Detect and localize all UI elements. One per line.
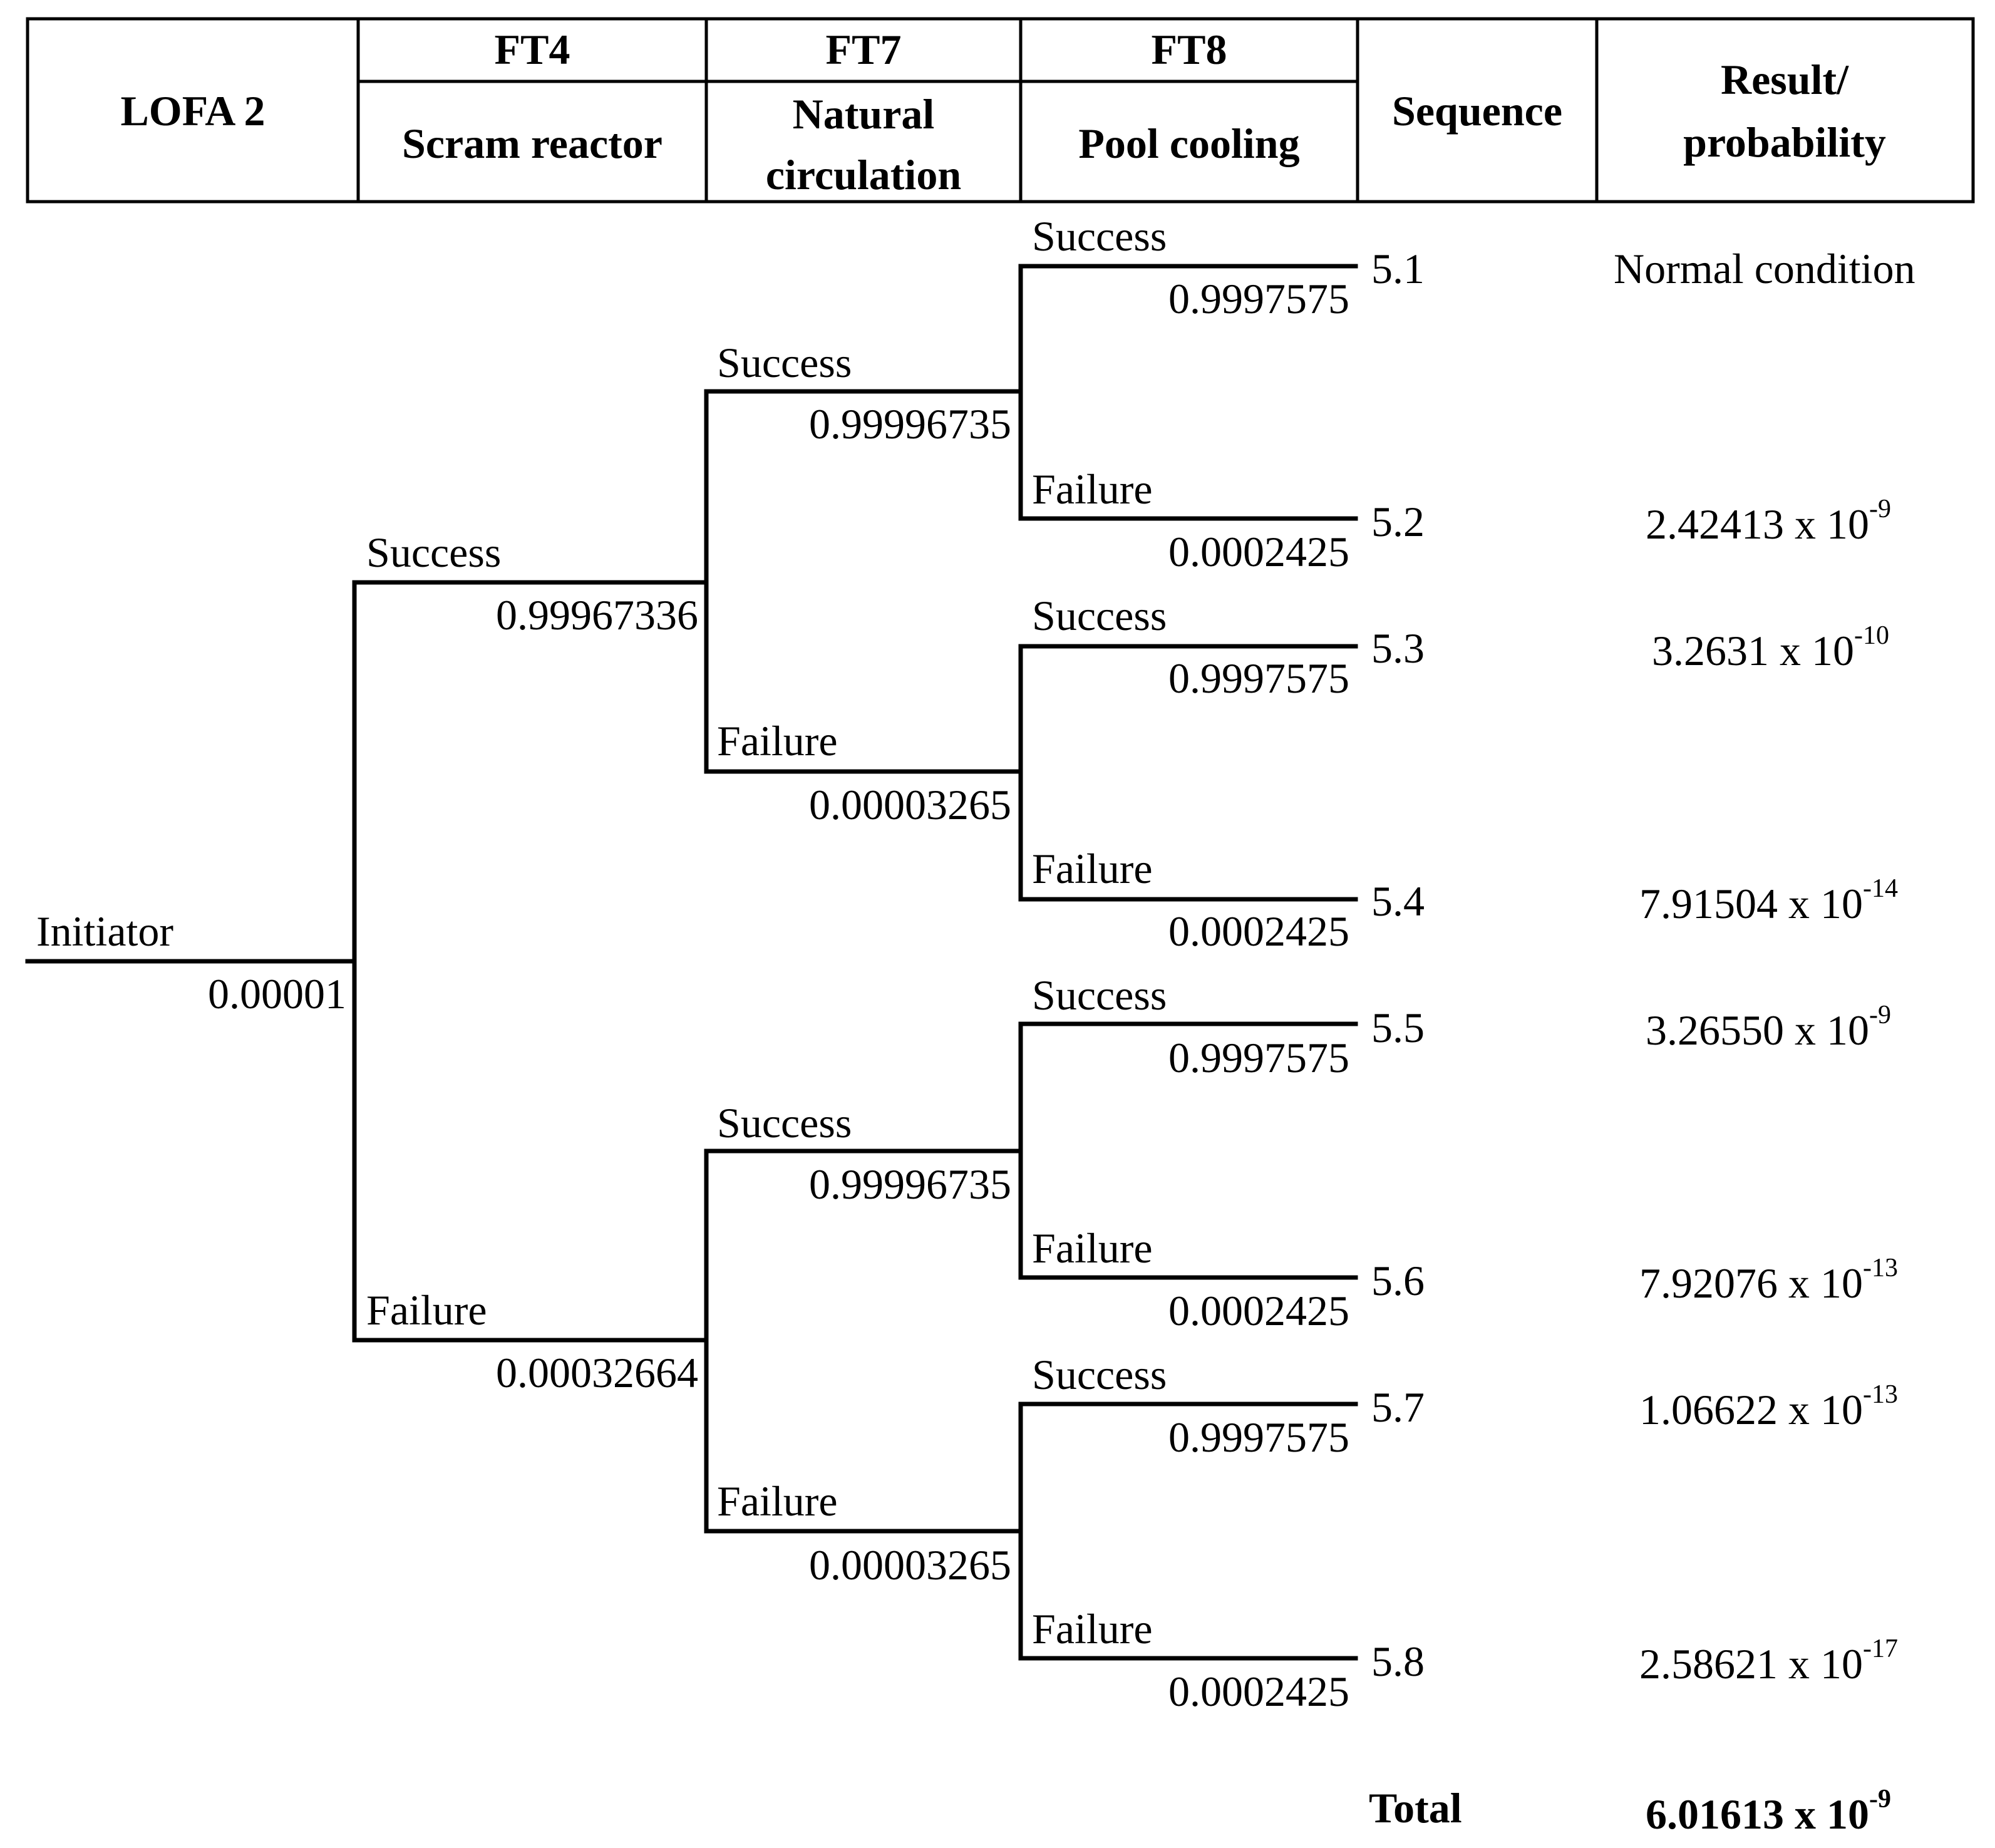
total-label: Total — [1369, 1784, 1462, 1832]
result-mantissa: 2.42413 x 10 — [1646, 500, 1869, 548]
ft8-success-label: Success — [1032, 971, 1167, 1019]
ft8-success-label: Success — [1032, 592, 1167, 639]
tree-branches — [25, 264, 1358, 1661]
ft8-failure-label: Failure — [1032, 1224, 1153, 1272]
ft8-success-probability: 0.9997575 — [1168, 1034, 1349, 1081]
header-result-line1: Result/ — [1721, 56, 1849, 103]
ft4-success-label: Success — [366, 529, 501, 576]
ft7-success-probability: 0.99996735 — [809, 400, 1011, 448]
ft8-failure-probability: 0.0002425 — [1168, 1668, 1349, 1715]
sequence-number: 5.2 — [1371, 498, 1425, 545]
ft8-failure-probability: 0.0002425 — [1168, 1287, 1349, 1334]
ft7-failure-label: Failure — [717, 1477, 838, 1525]
ft8-success-probability: 0.9997575 — [1168, 275, 1349, 323]
ft8-failure-probability: 0.0002425 — [1168, 907, 1349, 955]
header-ft7-code: FT7 — [826, 26, 902, 73]
ft8-failure-probability: 0.0002425 — [1168, 528, 1349, 576]
ft7-success-label: Success — [717, 339, 852, 386]
result-normal-condition: Normal condition — [1614, 245, 1915, 292]
result-mantissa: 3.2631 x 10 — [1652, 627, 1854, 674]
result-exponent: -13 — [1863, 1254, 1898, 1283]
result-exponent: -10 — [1854, 621, 1889, 650]
sequence-number: 5.4 — [1371, 877, 1425, 925]
ft8-success-probability: 0.9997575 — [1168, 1413, 1349, 1461]
ft7-failure-probability: 0.00003265 — [809, 781, 1011, 829]
header-result-line2: probability — [1683, 118, 1886, 166]
ft8-success-probability: 0.9997575 — [1168, 654, 1349, 702]
ft8-success-label: Success — [1032, 1351, 1167, 1398]
result-mantissa: 3.26550 x 10 — [1646, 1006, 1869, 1054]
result-probability: 3.26550 x 10-9 — [1646, 1001, 1891, 1054]
header-ft8-code: FT8 — [1152, 26, 1227, 73]
ft8-failure-label: Failure — [1032, 845, 1153, 892]
result-exponent: -9 — [1869, 495, 1891, 524]
result-exponent: -13 — [1863, 1380, 1898, 1409]
result-mantissa: 7.91504 x 10 — [1639, 880, 1863, 927]
header-ft7-name-line2: circulation — [766, 151, 961, 199]
result-exponent: -14 — [1863, 874, 1898, 903]
total-probability: 6.01613 x 10-9 — [1646, 1785, 1891, 1838]
header-ft8-name: Pool cooling — [1078, 120, 1299, 167]
ft8-failure-label: Failure — [1032, 465, 1153, 513]
header-ft7-name-line1: Natural — [793, 90, 935, 138]
result-mantissa: 7.92076 x 10 — [1639, 1259, 1863, 1307]
result-probability: 1.06622 x 10-13 — [1639, 1380, 1898, 1433]
sequence-number: 5.7 — [1371, 1383, 1425, 1431]
header-sequence: Sequence — [1392, 87, 1562, 135]
sequence-number: 5.5 — [1371, 1004, 1425, 1051]
ft7-success-label: Success — [717, 1099, 852, 1147]
initiator-label: Initiator — [36, 907, 173, 955]
result-probability: 3.2631 x 10-10 — [1652, 621, 1889, 674]
sequence-number: 5.1 — [1371, 245, 1425, 292]
initiator-probability: 0.00001 — [208, 970, 346, 1018]
ft4-success-probability: 0.99967336 — [496, 591, 698, 639]
result-probability: 2.42413 x 10-9 — [1646, 495, 1891, 548]
ft7-success-probability: 0.99996735 — [809, 1160, 1011, 1208]
result-probability: 7.92076 x 10-13 — [1639, 1254, 1898, 1307]
ft4-failure-probability: 0.00032664 — [496, 1349, 698, 1396]
result-probability: 2.58621 x 10-17 — [1639, 1634, 1898, 1688]
ft7-failure-probability: 0.00003265 — [809, 1541, 1011, 1589]
header-event-name: LOFA 2 — [120, 87, 265, 135]
ft8-success-label: Success — [1032, 212, 1167, 260]
sequence-number: 5.8 — [1371, 1638, 1425, 1685]
sequence-number: 5.3 — [1371, 624, 1425, 672]
header-ft4-name: Scram reactor — [402, 120, 662, 167]
header-ft4-code: FT4 — [495, 26, 570, 73]
total-exponent: -9 — [1869, 1785, 1891, 1814]
sequence-number: 5.6 — [1371, 1257, 1425, 1304]
result-exponent: -9 — [1869, 1001, 1891, 1030]
header-table: LOFA 2 FT4 Scram reactor FT7 Natural cir… — [26, 17, 1975, 204]
result-exponent: -17 — [1863, 1634, 1898, 1663]
ft4-failure-label: Failure — [366, 1286, 487, 1334]
ft8-failure-label: Failure — [1032, 1605, 1153, 1653]
result-mantissa: 1.06622 x 10 — [1639, 1386, 1863, 1433]
header-border — [26, 17, 1975, 204]
total-mantissa: 6.01613 x 10 — [1646, 1790, 1869, 1838]
result-mantissa: 2.58621 x 10 — [1639, 1640, 1863, 1688]
result-probability: 7.91504 x 10-14 — [1639, 874, 1898, 927]
ft7-failure-label: Failure — [717, 717, 838, 765]
